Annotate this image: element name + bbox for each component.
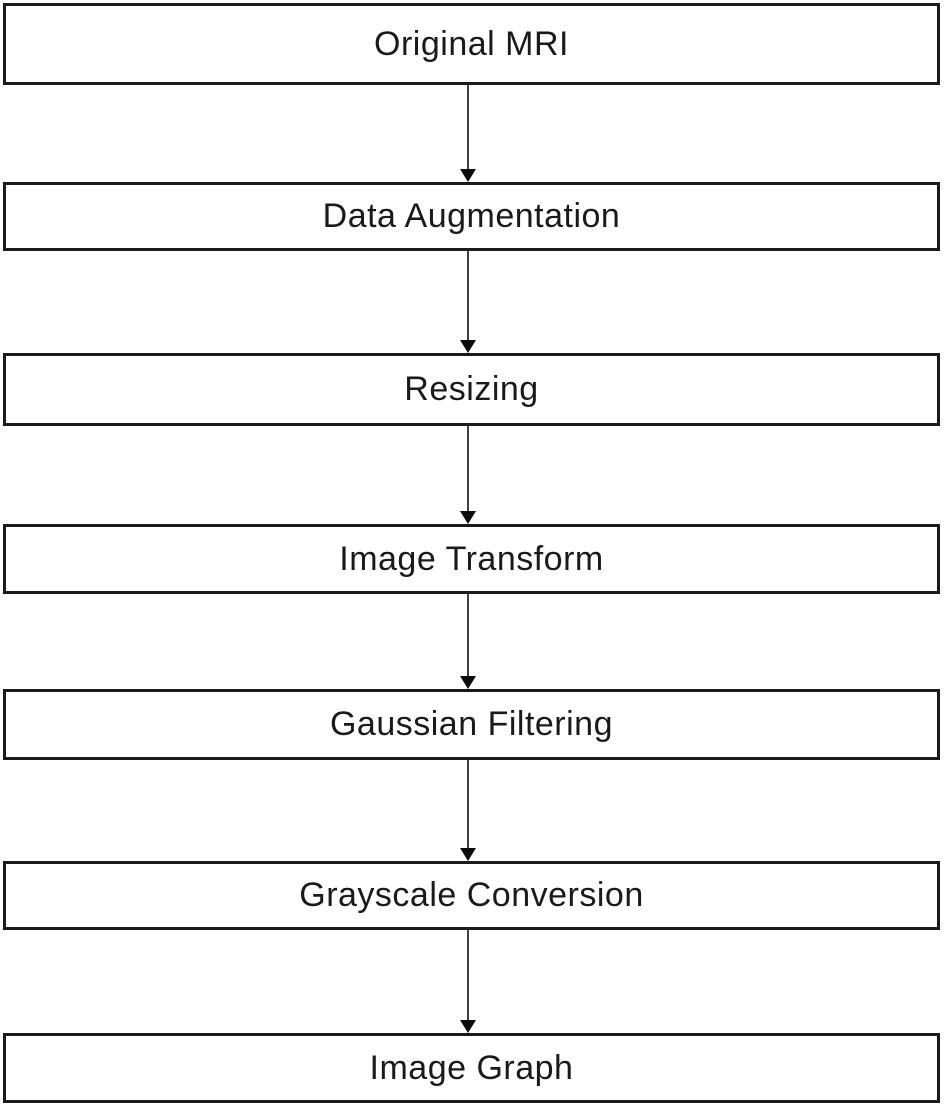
arrow-head	[460, 1020, 476, 1033]
arrow-down-icon	[459, 594, 477, 689]
arrow-shaft	[467, 930, 469, 1022]
arrow-shaft	[467, 426, 469, 513]
arrow-shaft	[467, 251, 469, 342]
node-grayscale-conversion: Grayscale Conversion	[3, 861, 940, 930]
node-image-transform: Image Transform	[3, 524, 940, 594]
node-label: Gaussian Filtering	[329, 705, 613, 743]
node-label: Original MRI	[374, 24, 569, 63]
arrow-head	[460, 511, 476, 524]
node-label: Grayscale Conversion	[299, 876, 644, 914]
node-original-mri: Original MRI	[3, 3, 940, 85]
node-label: Resizing	[404, 370, 539, 408]
arrow-shaft	[467, 85, 469, 171]
arrow-head	[460, 848, 476, 861]
arrow-down-icon	[459, 760, 477, 861]
node-label: Data Augmentation	[322, 197, 621, 235]
arrow-down-icon	[459, 85, 477, 182]
node-image-graph: Image Graph	[3, 1033, 940, 1103]
arrow-down-icon	[459, 930, 477, 1033]
arrow-shaft	[467, 594, 469, 678]
arrow-head	[460, 676, 476, 689]
node-data-augmentation: Data Augmentation	[3, 182, 940, 251]
node-label: Image Graph	[369, 1048, 574, 1087]
arrow-head	[460, 169, 476, 182]
node-resizing: Resizing	[3, 353, 940, 426]
arrow-down-icon	[459, 251, 477, 353]
arrow-head	[460, 340, 476, 353]
arrow-shaft	[467, 760, 469, 850]
node-gaussian-filtering: Gaussian Filtering	[3, 689, 940, 760]
node-label: Image Transform	[339, 539, 604, 578]
arrow-down-icon	[459, 426, 477, 524]
